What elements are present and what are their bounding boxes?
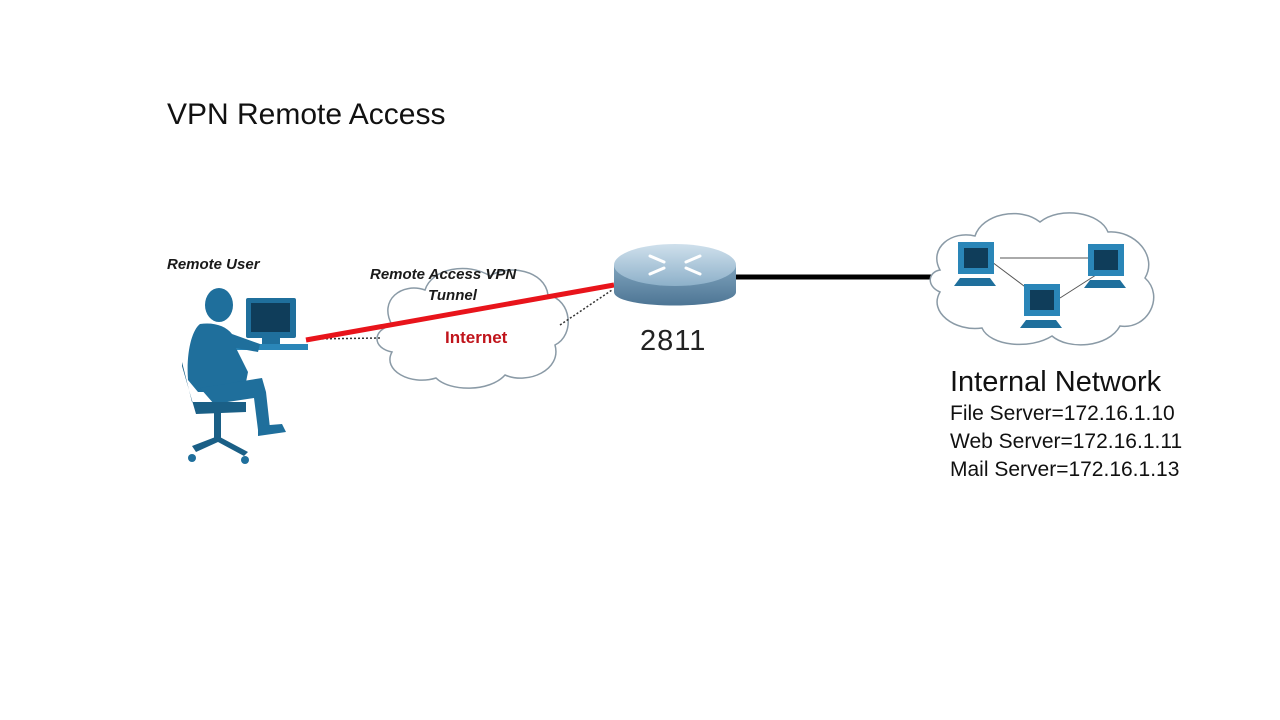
- server-entry-web: Web Server=172.16.1.11: [950, 430, 1183, 453]
- remote-user-label: Remote User: [167, 256, 261, 273]
- dotted-link-router: [559, 289, 613, 326]
- vpn-tunnel-line: [305, 282, 615, 343]
- web-server-icon: [1084, 244, 1126, 288]
- internet-cloud-icon: [376, 267, 569, 389]
- internet-label: Internet: [445, 328, 508, 347]
- server-entry-file: File Server=172.16.1.10: [950, 402, 1175, 425]
- page-title: VPN Remote Access: [167, 98, 446, 131]
- tunnel-label-line1: Remote Access VPN: [370, 266, 517, 283]
- file-server-icon: [954, 242, 996, 286]
- router-model-label: 2811: [640, 325, 706, 357]
- router-icon: [614, 244, 736, 306]
- internal-network-title: Internal Network: [950, 366, 1162, 398]
- server-entry-mail: Mail Server=172.16.1.13: [950, 458, 1180, 481]
- mail-server-icon: [1020, 284, 1062, 328]
- remote-user-icon: [182, 288, 308, 464]
- internal-network-info: Internal Network File Server=172.16.1.10…: [950, 364, 1182, 484]
- tunnel-label-line2: Tunnel: [428, 287, 478, 304]
